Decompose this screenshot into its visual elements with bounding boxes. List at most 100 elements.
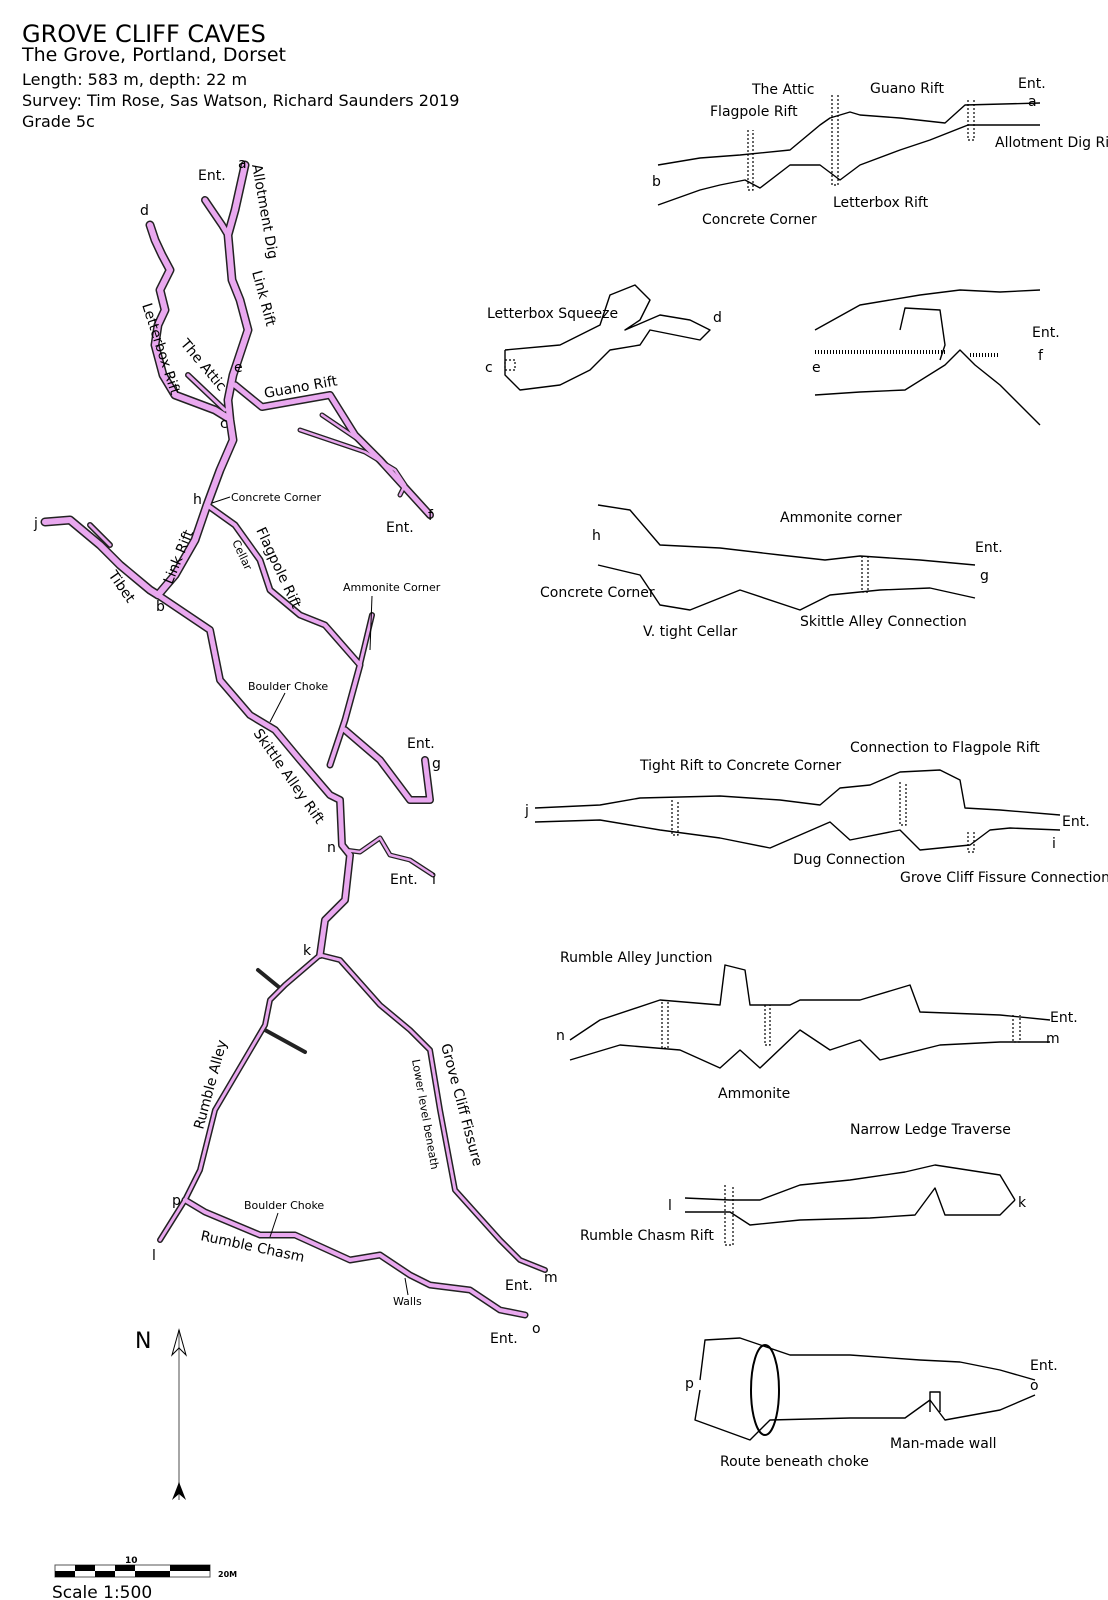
elev-end-b: b: [652, 174, 661, 190]
passage-rumble-branch: [256, 968, 282, 990]
station-g: g: [432, 756, 441, 772]
entrance-m: Ent.: [505, 1278, 533, 1294]
elevation-j-i: j Ent. i Tight Rift to Concrete Corner C…: [524, 740, 1108, 886]
passage-fill: [343, 836, 435, 877]
station-i: i: [432, 872, 436, 888]
label-concrete-corner: Concrete Corner: [231, 491, 322, 504]
passage-fill: [205, 503, 362, 767]
passage-fill: [358, 613, 374, 667]
elev-end-n: n: [556, 1028, 565, 1044]
passage-fill: [232, 382, 433, 518]
label-link-rift: Link Rift: [161, 527, 197, 586]
passage-fill: [183, 1198, 527, 1317]
elev-label-letterbox-rift: Letterbox Rift: [833, 195, 929, 211]
elevation-e-f: e Ent. f: [812, 289, 1060, 426]
elev-label-skittle-alley-connection: Skittle Alley Connection: [800, 614, 967, 630]
entrance-g: Ent.: [407, 736, 435, 752]
north-arrow-head-top: [171, 1328, 187, 1357]
label-link-rift-top: Link Rift: [248, 269, 278, 329]
label-ammonite-corner: Ammonite Corner: [343, 581, 441, 594]
cave-grade: Grade 5c: [22, 112, 95, 131]
elev-label-narrow-ledge-traverse: Narrow Ledge Traverse: [850, 1122, 1011, 1138]
elev-end-j: j: [524, 803, 529, 819]
boulder-choke-mark: [750, 1344, 780, 1436]
passage-rumble-branch-2: [263, 1028, 307, 1054]
passage-fill: [318, 953, 547, 1272]
elev-label-rumble-alley-junction: Rumble Alley Junction: [560, 950, 713, 966]
station-e: e: [234, 360, 243, 376]
label-boulder-choke-1: Boulder Choke: [248, 680, 328, 693]
scale-label: Scale 1:500: [52, 1583, 152, 1600]
elev-label-route-beneath-choke: Route beneath choke: [720, 1454, 869, 1470]
elev-end-h: h: [592, 528, 601, 544]
passage-fill: [155, 162, 251, 598]
elev-label-letterbox-squeeze: Letterbox Squeeze: [487, 306, 618, 322]
station-j: j: [33, 516, 38, 532]
scale-bar: 10 20M Scale 1:500: [52, 1556, 237, 1600]
passage-fill: [88, 523, 112, 547]
station-f: f: [428, 508, 434, 524]
elev-entrance: Ent.: [1062, 814, 1090, 830]
station-n: n: [327, 840, 336, 856]
label-allotment-dig: Allotment Dig: [248, 163, 280, 260]
entrance-o: Ent.: [490, 1331, 518, 1347]
elev-entrance: Ent.: [975, 540, 1003, 556]
elev-label-ammonite: Ammonite: [718, 1086, 790, 1102]
elev-label-grove-cliff-fissure-connection: Grove Cliff Fissure Connection: [900, 870, 1108, 886]
elev-end-a: a: [1028, 94, 1037, 110]
elev-entrance: Ent.: [1050, 1010, 1078, 1026]
elev-label-concrete-corner: Concrete Corner: [540, 585, 655, 601]
elev-label-rumble-chasm-rift: Rumble Chasm Rift: [580, 1228, 714, 1244]
elev-label-connection-flagpole: Connection to Flagpole Rift: [850, 740, 1040, 756]
passage-n-to-i: [342, 835, 436, 878]
passage-skittle-alley: [154, 591, 354, 959]
station-c: c: [220, 416, 228, 432]
elev-end-e: e: [812, 360, 821, 376]
passage-fill: [320, 413, 358, 440]
passage-fill: [298, 428, 407, 497]
cave-stats: Length: 583 m, depth: 22 m: [22, 70, 248, 89]
elev-end-m: m: [1046, 1031, 1060, 1047]
station-o: o: [532, 1321, 541, 1337]
entrance-a: Ent.: [198, 168, 226, 184]
elev-end-l: l: [668, 1198, 672, 1214]
elevation-b-a: b Ent. a The Attic Guano Rift Flagpole R…: [652, 76, 1108, 228]
elevation-h-g: h Ent. g Ammonite corner Concrete Corner…: [540, 504, 1003, 640]
elev-label-concrete-corner: Concrete Corner: [702, 212, 817, 228]
passage-fill: [186, 373, 227, 412]
label-walls: Walls: [393, 1295, 422, 1308]
station-m: m: [544, 1270, 558, 1286]
survey-credits: Survey: Tim Rose, Sas Watson, Richard Sa…: [22, 91, 460, 110]
elev-end-i: i: [1052, 836, 1056, 852]
elev-entrance: Ent.: [1018, 76, 1046, 92]
elev-end-d: d: [713, 310, 722, 326]
elev-label-guano-rift: Guano Rift: [870, 81, 944, 97]
leader-line: [269, 1212, 279, 1238]
elevation-l-k: l k Narrow Ledge Traverse Rumble Chasm R…: [580, 1122, 1027, 1246]
elev-end-p: p: [685, 1376, 694, 1392]
elevation-n-m: n Ent. m Rumble Alley Junction Ammonite: [556, 950, 1078, 1102]
scale-end-label: 20M: [218, 1570, 237, 1579]
elev-label-attic: The Attic: [751, 82, 814, 98]
elev-entrance: Ent.: [1030, 1358, 1058, 1374]
elevation-p-o: p Ent. o Route beneath choke Man-made wa…: [685, 1337, 1058, 1470]
elev-label-man-made-wall: Man-made wall: [890, 1436, 997, 1452]
elev-label-ammonite-corner: Ammonite corner: [780, 510, 902, 526]
elev-label-tight-rift: Tight Rift to Concrete Corner: [639, 758, 841, 774]
elev-label-tight-cellar: V. tight Cellar: [643, 624, 737, 640]
plan-passages-fill: [42, 162, 547, 1317]
entrance-i: Ent.: [390, 872, 418, 888]
letterbox-squeeze-marker: [504, 359, 516, 371]
station-l: l: [152, 1248, 156, 1264]
leader-line: [269, 692, 286, 723]
leader-line: [369, 595, 373, 651]
passage-fill: [155, 592, 353, 958]
station-b: b: [156, 599, 165, 615]
elevation-c-d: c d Letterbox Squeeze: [485, 284, 722, 391]
leader-line: [211, 496, 231, 504]
elev-end-f: f: [1038, 348, 1044, 364]
passage-fill: [342, 727, 433, 803]
scale-mid-label: 10: [125, 1556, 138, 1566]
entrance-f: Ent.: [386, 520, 414, 536]
